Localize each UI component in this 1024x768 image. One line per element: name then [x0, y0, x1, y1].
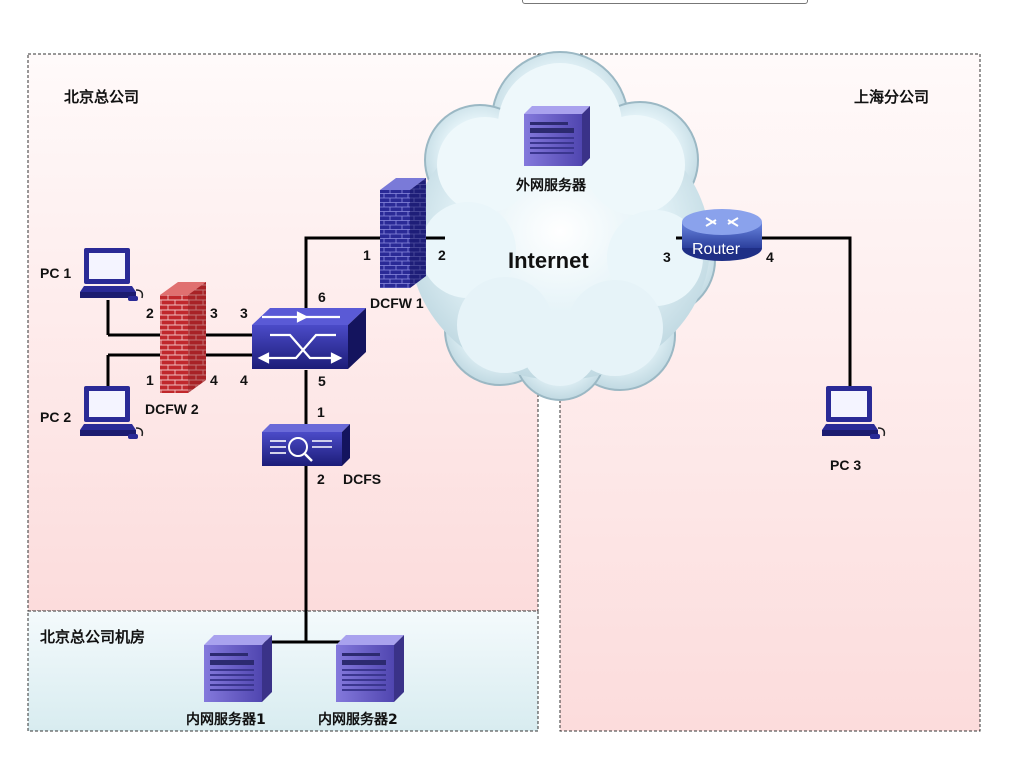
dcfw2-port3: 3	[210, 305, 218, 321]
top-input-box	[522, 0, 808, 4]
switch-port6: 6	[318, 289, 326, 305]
dcfw2-firewall	[160, 282, 206, 393]
pc3-label: PC 3	[830, 457, 861, 473]
pc2-label: PC 2	[40, 409, 71, 425]
region-title-datacenter: 北京总公司机房	[40, 628, 145, 646]
core-switch	[252, 308, 366, 369]
dcfw1-port1: 1	[363, 247, 371, 263]
region-datacenter	[27, 610, 539, 732]
pc3-computer	[822, 386, 886, 439]
internal-server-1	[204, 635, 272, 702]
switch-port4: 4	[240, 372, 248, 388]
switch-port5: 5	[318, 373, 326, 389]
dcfw2-label: DCFW 2	[145, 401, 199, 417]
dcfw1-firewall	[380, 178, 426, 288]
dcfs-port2: 2	[317, 471, 325, 487]
pc2-computer	[80, 386, 144, 439]
router-port4: 4	[766, 249, 774, 265]
internal-server-2-label: 内网服务器2	[318, 711, 398, 728]
dcfs-label: DCFS	[343, 471, 381, 487]
dcfs-port1: 1	[317, 404, 325, 420]
pc1-computer	[80, 248, 144, 301]
external-server-label: 外网服务器	[516, 177, 587, 194]
dcfs-device	[262, 424, 350, 466]
dcfw1-label: DCFW 1	[370, 295, 424, 311]
internal-server-1-label: 内网服务器1	[186, 711, 266, 728]
dcfw2-port4: 4	[210, 372, 218, 388]
dcfw2-port1: 1	[146, 372, 154, 388]
switch-port3: 3	[240, 305, 248, 321]
region-title-beijing: 北京总公司	[64, 88, 139, 106]
router-label: Router	[692, 241, 741, 258]
pc1-label: PC 1	[40, 265, 71, 281]
router-device	[682, 209, 762, 261]
dcfw1-port2: 2	[438, 247, 446, 263]
dcfw2-port2: 2	[146, 305, 154, 321]
internal-server-2	[336, 635, 404, 702]
internet-label: Internet	[508, 248, 589, 273]
region-title-shanghai: 上海分公司	[854, 88, 929, 106]
external-server	[524, 106, 590, 166]
router-port3: 3	[663, 249, 671, 265]
